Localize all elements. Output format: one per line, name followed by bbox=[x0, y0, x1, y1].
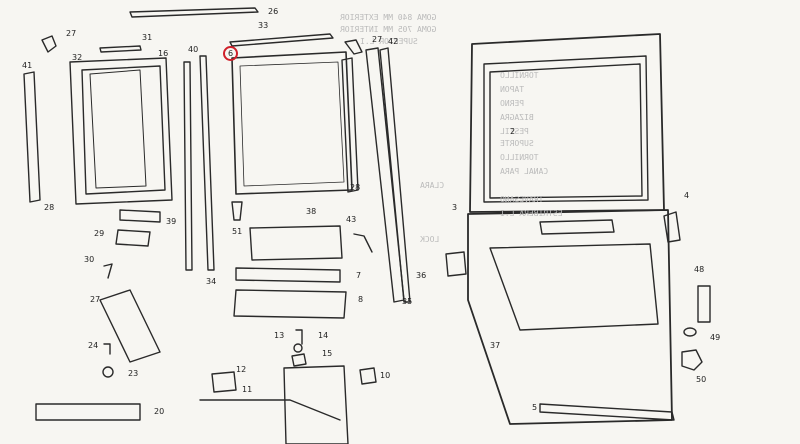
part-10-plug bbox=[359, 367, 377, 385]
callout-10: 10 bbox=[380, 371, 391, 380]
callout-28: 28 bbox=[350, 183, 361, 192]
callout-43: 43 bbox=[346, 215, 357, 224]
callout-37: 37 bbox=[490, 341, 501, 350]
callout-41: 41 bbox=[22, 61, 33, 70]
callout-35: 35 bbox=[402, 297, 413, 306]
part-27-bracket-right bbox=[344, 39, 363, 55]
show-through-text: TORNILLO bbox=[500, 153, 539, 162]
part-27-bracket-left bbox=[41, 35, 57, 53]
part-33-seal bbox=[229, 33, 334, 47]
show-through-text: PERNO bbox=[500, 99, 525, 108]
show-through-text: TAPON bbox=[500, 85, 525, 94]
part-6-glass bbox=[231, 51, 353, 195]
callout-32: 32 bbox=[72, 53, 83, 62]
callout-38: 38 bbox=[306, 207, 317, 216]
part-48-bolt bbox=[697, 285, 711, 323]
callout-23: 23 bbox=[128, 369, 139, 378]
part-40-strip bbox=[183, 61, 193, 271]
part-23-nut bbox=[102, 366, 114, 378]
callout-12: 12 bbox=[236, 365, 247, 374]
part-37-door-lower bbox=[467, 209, 673, 425]
show-through-text: CANAL PARA bbox=[500, 167, 549, 176]
part-39-rail bbox=[119, 209, 161, 223]
show-through-text: BIZAGRA bbox=[500, 113, 534, 122]
part-4-hinge bbox=[663, 211, 681, 243]
callout-26: 26 bbox=[268, 7, 279, 16]
callout-5: 5 bbox=[532, 403, 538, 412]
callout-8: 8 bbox=[358, 295, 364, 304]
part-50-nut bbox=[681, 349, 703, 371]
callout-20: 20 bbox=[154, 407, 165, 416]
part-36-hinge bbox=[445, 251, 467, 277]
part-5-sill bbox=[539, 403, 675, 421]
highlight-circle bbox=[223, 46, 238, 61]
part-51-screw bbox=[231, 201, 243, 221]
part-43-screw bbox=[353, 233, 373, 253]
part-lock-plate bbox=[283, 365, 349, 444]
callout-3: 3 bbox=[452, 203, 458, 212]
callout-24: 24 bbox=[88, 341, 99, 350]
callout-42: 42 bbox=[388, 37, 399, 46]
callout-51: 51 bbox=[232, 227, 243, 236]
part-16-glass bbox=[89, 69, 147, 189]
callout-48: 48 bbox=[694, 265, 705, 274]
callout-31: 31 bbox=[142, 33, 153, 42]
part-49-washer bbox=[683, 327, 697, 337]
part-20-roller bbox=[35, 403, 141, 421]
callout-30: 30 bbox=[84, 255, 95, 264]
callout-29: 29 bbox=[94, 229, 105, 238]
show-through-text: CLARA bbox=[420, 181, 445, 190]
show-through-text: TRAVESANO bbox=[500, 195, 544, 204]
callout-27: 27 bbox=[372, 35, 383, 44]
callout-15: 15 bbox=[322, 349, 333, 358]
part-27-mount bbox=[99, 289, 161, 363]
part-8-rail bbox=[233, 289, 347, 319]
callout-27: 27 bbox=[66, 29, 77, 38]
callout-7: 7 bbox=[356, 271, 362, 280]
part-29-plate bbox=[115, 229, 151, 247]
callout-50: 50 bbox=[696, 375, 707, 384]
part-41-channel bbox=[23, 71, 41, 203]
part-7-rail bbox=[235, 267, 341, 283]
callout-28: 28 bbox=[44, 203, 55, 212]
show-through-text: TORNILLO bbox=[500, 71, 539, 80]
part-26-strip bbox=[129, 7, 259, 18]
callout-40: 40 bbox=[188, 45, 199, 54]
callout-14: 14 bbox=[318, 331, 329, 340]
part-3-door-shell bbox=[469, 33, 665, 213]
show-through-text: LOCK bbox=[420, 235, 440, 244]
callout-49: 49 bbox=[710, 333, 721, 342]
part-14-washer bbox=[293, 343, 303, 353]
callout-11: 11 bbox=[242, 385, 253, 394]
callout-16: 16 bbox=[158, 49, 169, 58]
part-2-window-frame bbox=[489, 63, 643, 199]
callout-39: 39 bbox=[166, 217, 177, 226]
part-31-strip bbox=[99, 45, 142, 53]
callout-33: 33 bbox=[258, 21, 269, 30]
part-13-screw bbox=[295, 329, 303, 345]
callout-4: 4 bbox=[684, 191, 690, 200]
show-through-text: ESTRIBERA L.I bbox=[500, 209, 563, 218]
callout-27: 27 bbox=[90, 295, 101, 304]
part-11-rod bbox=[199, 399, 341, 421]
part-24-screw bbox=[103, 343, 111, 355]
callout-36: 36 bbox=[416, 271, 427, 280]
part-15-nut bbox=[291, 353, 307, 367]
callout-13: 13 bbox=[274, 331, 285, 340]
part-30-screw bbox=[103, 263, 113, 279]
show-through-text: GOMA 840 MM EXTERIOR bbox=[340, 13, 437, 22]
part-28-channel bbox=[341, 57, 359, 193]
show-through-text: GOMA 705 MM INTERIOR bbox=[340, 25, 437, 34]
part-38-bracket bbox=[249, 225, 343, 261]
part-12-clip bbox=[211, 371, 237, 393]
show-through-text: SUPORTE bbox=[500, 139, 534, 148]
callout-2: 2 bbox=[510, 127, 516, 136]
callout-34: 34 bbox=[206, 277, 217, 286]
part-32-frame bbox=[69, 57, 173, 205]
